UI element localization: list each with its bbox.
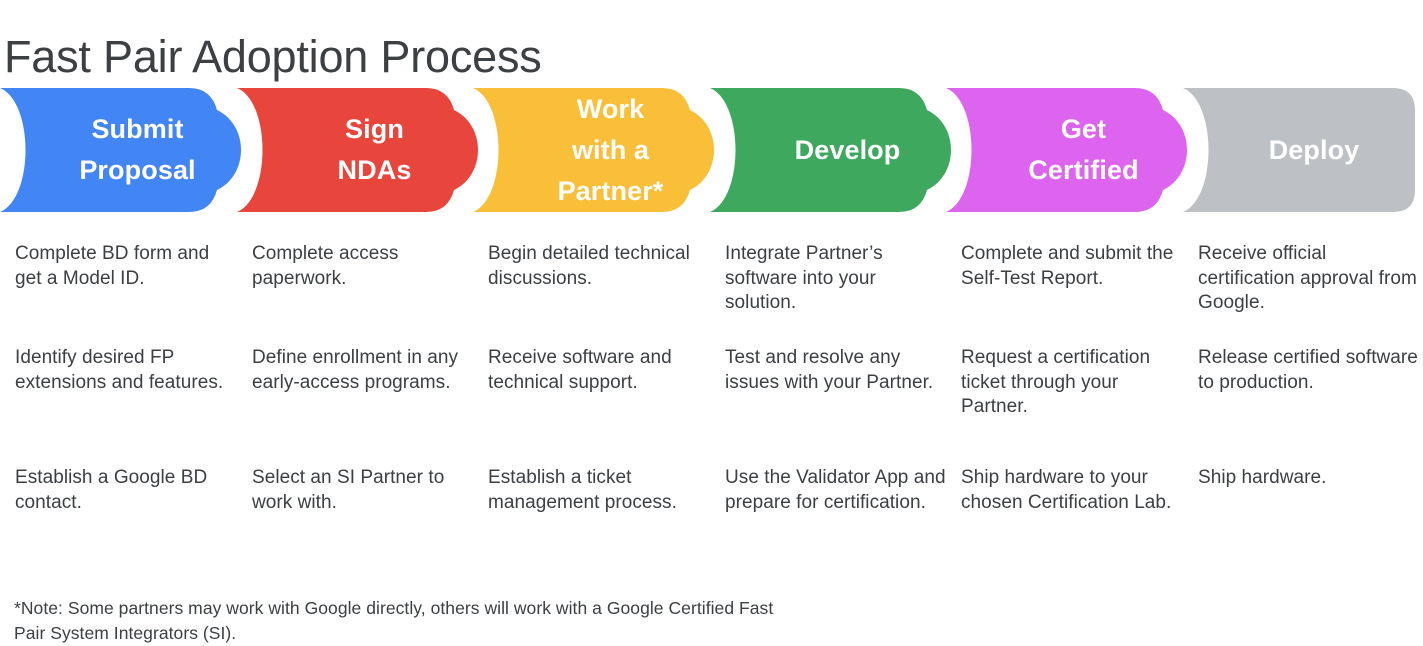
stage-shape-deploy xyxy=(1183,88,1415,212)
detail-item: Integrate Partner’s software into your s… xyxy=(725,243,883,313)
detail-item: Request a certification ticket through y… xyxy=(961,347,1151,417)
detail-item: Ship hardware to your chosen Certificati… xyxy=(961,467,1172,513)
footnote-note: *Note: Some partners may work with Googl… xyxy=(14,597,774,643)
stage-chevron-develop[interactable]: Develop xyxy=(710,88,955,212)
stage-shape-work-with-a-partner xyxy=(473,88,714,212)
detail-item: Select an SI Partner to work with. xyxy=(252,467,445,513)
stage-chevron-work-with-a-partner[interactable]: Work with a Partner* xyxy=(473,88,718,212)
stage-shape-submit-proposal xyxy=(0,88,241,212)
stage-chevron-get-certified[interactable]: Get Certified xyxy=(946,88,1191,212)
detail-item: Release certified software to production… xyxy=(1198,347,1418,393)
page-title: Fast Pair Adoption Process xyxy=(4,31,542,83)
stage-chevron-sign-ndas[interactable]: Sign NDAs xyxy=(237,88,482,212)
detail-item: Identify desired FP extensions and featu… xyxy=(15,347,224,393)
detail-item: Complete BD form and get a Model ID. xyxy=(15,243,210,289)
detail-item: Receive software and technical support. xyxy=(488,347,672,393)
detail-item: Use the Validator App and prepare for ce… xyxy=(725,467,946,513)
detail-item: Receive official certification approval … xyxy=(1198,243,1417,313)
detail-item: Establish a ticket management process. xyxy=(488,467,677,513)
stage-shape-get-certified xyxy=(946,88,1187,212)
stage-shape-develop xyxy=(710,88,951,212)
detail-item: Ship hardware. xyxy=(1198,467,1327,488)
detail-item: Complete access paperwork. xyxy=(252,243,399,289)
stage-chevron-deploy[interactable]: Deploy xyxy=(1183,88,1415,212)
detail-item: Establish a Google BD contact. xyxy=(15,467,208,513)
stage-shape-sign-ndas xyxy=(237,88,478,212)
detail-item: Complete and submit the Self-Test Report… xyxy=(961,243,1174,289)
stage-chevron-submit-proposal[interactable]: Submit Proposal xyxy=(0,88,245,212)
detail-item: Define enrollment in any early-access pr… xyxy=(252,347,459,393)
detail-item: Begin detailed technical discussions. xyxy=(488,243,690,289)
detail-item: Test and resolve any issues with your Pa… xyxy=(725,347,934,393)
